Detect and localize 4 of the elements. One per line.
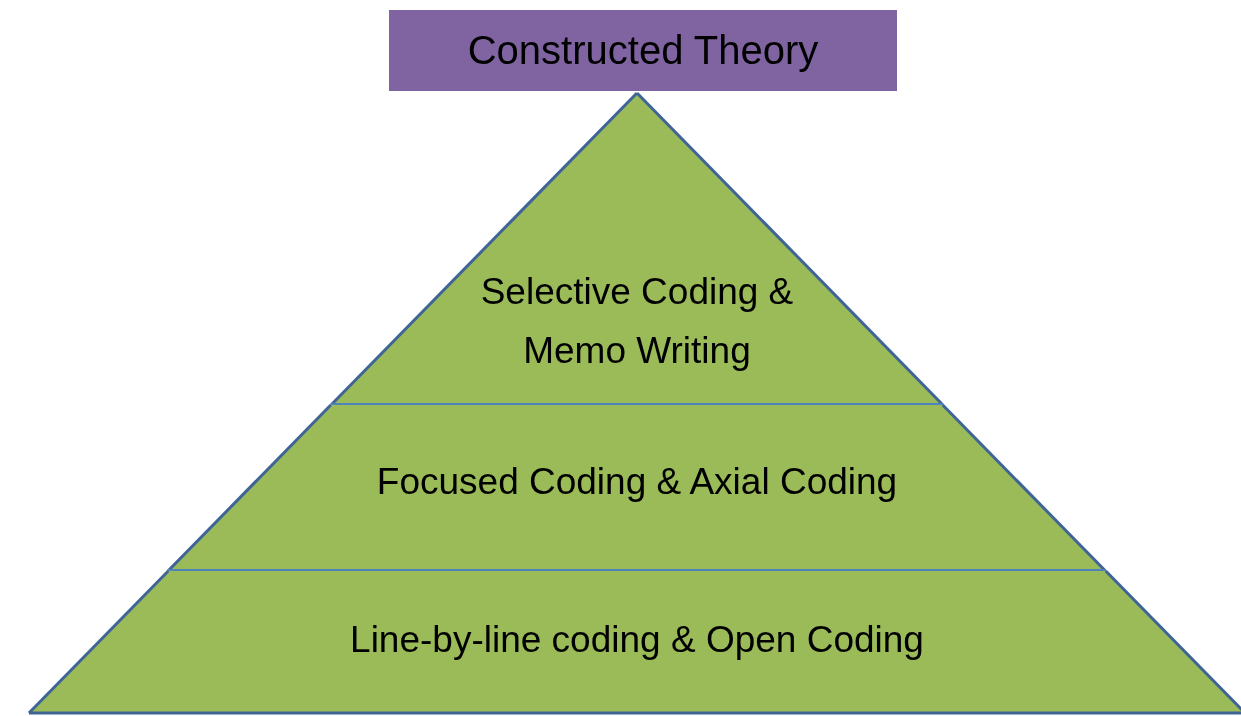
level-label: Focused Coding & Axial Coding — [375, 460, 899, 504]
level-label: Line-by-line coding & Open Coding — [349, 618, 925, 662]
title-box: Constructed Theory — [389, 10, 897, 91]
level-label: Selective Coding & Memo Writing — [479, 270, 795, 374]
